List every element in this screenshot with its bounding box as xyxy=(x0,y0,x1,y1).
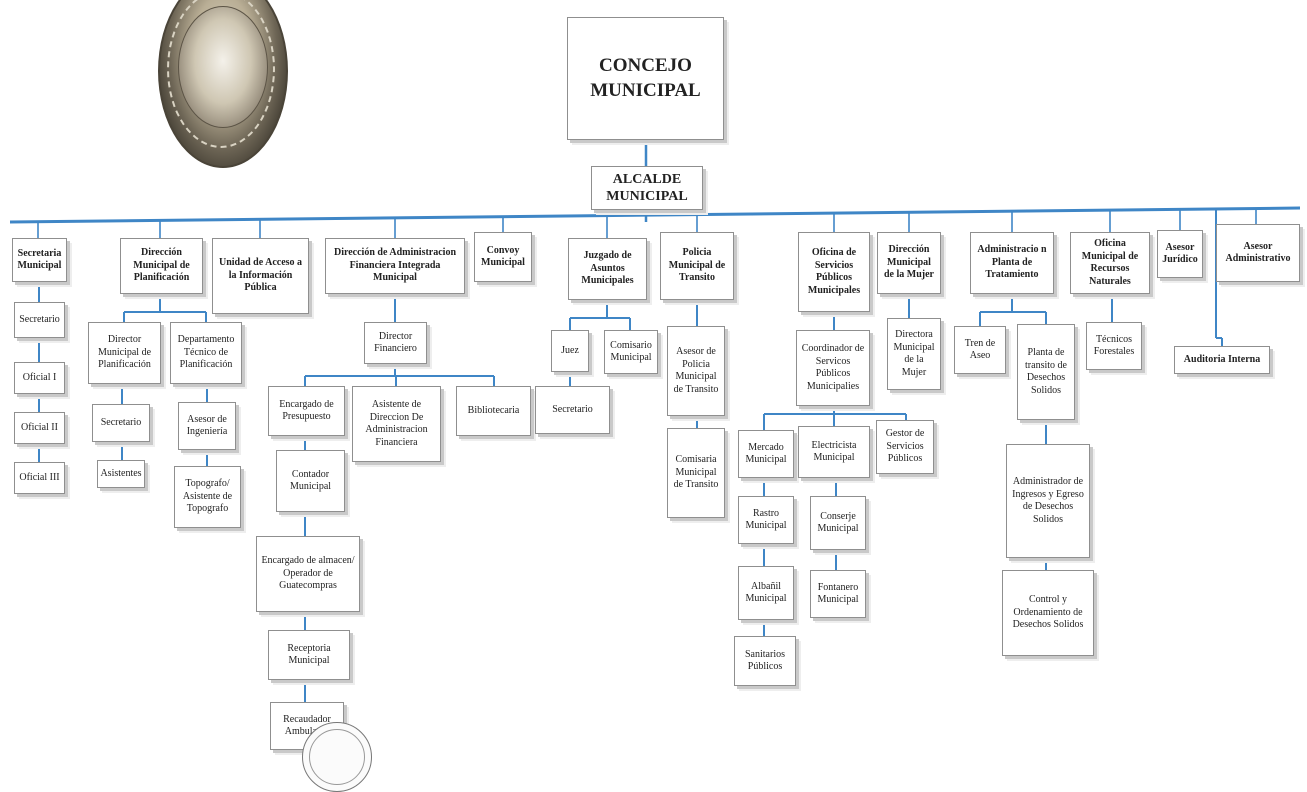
node-oficial-ii: Oficial II xyxy=(14,412,65,444)
node-uaip: Unidad de Acceso a la Información Públic… xyxy=(212,238,309,314)
node-asesor-admin: Asesor Administrativo xyxy=(1216,224,1300,282)
node-asesor-policia: Asesor de Policia Municipal de Transito xyxy=(667,326,725,416)
node-conserje: Conserje Municipal xyxy=(810,496,866,550)
node-convoy: Convoy Municipal xyxy=(474,232,532,282)
node-control-desechos: Control y Ordenamiento de Desechos Solid… xyxy=(1002,570,1094,656)
municipal-seal-icon xyxy=(158,0,288,168)
node-admin-ingresos: Administrador de Ingresos y Egreso de De… xyxy=(1006,444,1090,558)
node-topografo: Topografo/ Asistente de Topografo xyxy=(174,466,241,528)
node-planta-transito: Planta de transito de Desechos Solidos xyxy=(1017,324,1075,420)
node-comisario-mun: Comisario Municipal xyxy=(604,330,658,374)
node-admin-planta: Administracio n Planta de Tratamiento xyxy=(970,232,1054,294)
connector-lines xyxy=(9,140,1301,702)
node-sanitarios: Sanitarios Públicos xyxy=(734,636,796,686)
connector-line xyxy=(9,206,1301,224)
node-gestor-sp: Gestor de Servicios Públicos xyxy=(876,420,934,474)
node-depto-tecnico: Departamento Técnico de Planificación xyxy=(170,322,242,384)
node-bibliotecaria: Bibliotecaria xyxy=(456,386,531,436)
node-dmm: Dirección Municipal de la Mujer xyxy=(877,232,941,294)
node-albanil: Albañil Municipal xyxy=(738,566,794,620)
node-encargado-presupuesto: Encargado de Presupuesto xyxy=(268,386,345,436)
node-policia: Policia Municipal de Transito xyxy=(660,232,734,300)
node-asistente-dir: Asistente de Direccion De Administracion… xyxy=(352,386,441,462)
node-asesor-juridico: Asesor Jurídico xyxy=(1157,230,1203,278)
node-encargado-almacen: Encargado de almacen/ Operador de Guatec… xyxy=(256,536,360,612)
node-rastro: Rastro Municipal xyxy=(738,496,794,544)
node-director-mp: Director Municipal de Planificación xyxy=(88,322,161,384)
node-tren-aseo: Tren de Aseo xyxy=(954,326,1006,374)
node-secretario-sm: Secretario xyxy=(14,302,65,338)
node-oficial-iii: Oficial III xyxy=(14,462,65,494)
node-directora-mm: Directora Municipal de la Mujer xyxy=(887,318,941,390)
node-alcalde: ALCALDE MUNICIPAL xyxy=(591,166,703,210)
node-secretario-jz: Secretario xyxy=(535,386,610,434)
node-contador: Contador Municipal xyxy=(276,450,345,512)
node-ommrn: Oficina Municipal de Recursos Naturales xyxy=(1070,232,1150,294)
node-director-fin: Director Financiero xyxy=(364,322,427,364)
node-comisaria-transito: Comisaria Municipal de Transito xyxy=(667,428,725,518)
node-secretaria: Secretaria Municipal xyxy=(12,238,67,282)
node-juzgado: Juzgado de Asuntos Municipales xyxy=(568,238,647,300)
node-coordinador-sp: Coordinador de Servicos Públicos Municip… xyxy=(796,330,870,406)
node-auditoria: Auditoria Interna xyxy=(1174,346,1270,374)
node-ofsp: Oficina de Servicios Públicos Municipale… xyxy=(798,232,870,312)
node-electricista: Electricista Municipal xyxy=(798,426,870,478)
node-tecnicos-forestales: Técnicos Forestales xyxy=(1086,322,1142,370)
node-receptoria: Receptoria Municipal xyxy=(268,630,350,680)
node-fontanero: Fontanero Municipal xyxy=(810,570,866,618)
node-asistentes: Asistentes xyxy=(97,460,145,488)
stamp-seal-icon xyxy=(302,722,372,792)
node-juez: Juez xyxy=(551,330,589,372)
node-secretario-dmp: Secretario xyxy=(92,404,150,442)
node-concejo: CONCEJO MUNICIPAL xyxy=(567,17,724,140)
node-asesor-ingenieria: Asesor de Ingeniería xyxy=(178,402,236,450)
node-mercado: Mercado Municipal xyxy=(738,430,794,478)
node-dmp: Dirección Municipal de Planificación xyxy=(120,238,203,294)
node-oficial-i: Oficial I xyxy=(14,362,65,394)
node-dafim: Dirección de Administracion Financiera I… xyxy=(325,238,465,294)
